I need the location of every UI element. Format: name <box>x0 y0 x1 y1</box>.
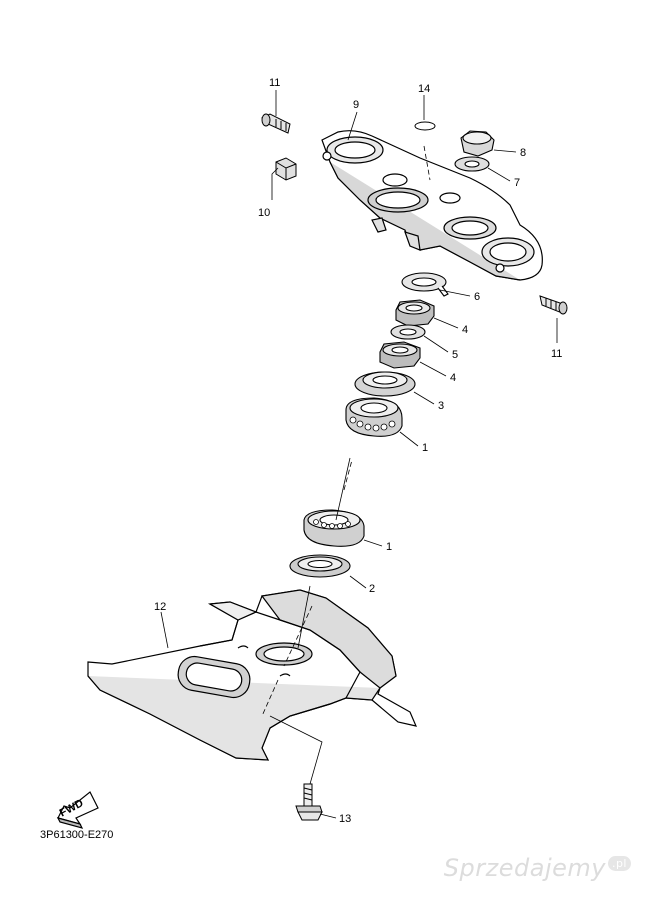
callout-1-upper: 1 <box>422 442 428 454</box>
bearing-1-upper <box>345 397 403 437</box>
damper-10 <box>275 157 297 181</box>
callout-9: 9 <box>353 99 359 111</box>
callout-14: 14 <box>418 83 430 95</box>
ring-nut-4-upper <box>395 299 435 327</box>
dust-seal-2 <box>289 554 351 578</box>
callout-12: 12 <box>154 601 166 613</box>
under-bracket-12 <box>87 589 418 761</box>
callout-8: 8 <box>520 147 526 159</box>
washer-5 <box>390 324 426 340</box>
watermark-suffix: .pl <box>607 856 631 871</box>
callout-5: 5 <box>452 349 458 361</box>
callout-6: 6 <box>474 291 480 303</box>
bearing-cover-3 <box>354 371 416 397</box>
bolt-11-right <box>539 295 568 315</box>
callout-labels: 11 9 14 8 7 10 6 11 4 5 4 3 1 1 2 12 13 <box>154 77 562 825</box>
callout-3: 3 <box>438 400 444 412</box>
callout-4-upper: 4 <box>462 324 468 336</box>
leader-lines <box>160 90 558 819</box>
callout-7: 7 <box>514 177 520 189</box>
cap-14 <box>414 121 436 131</box>
callout-1-lower: 1 <box>386 541 392 553</box>
ring-nut-4-lower <box>379 341 421 369</box>
nut-8 <box>460 130 495 157</box>
callout-11-top: 11 <box>269 77 280 89</box>
fwd-arrow-icon: FWD <box>56 791 99 829</box>
bolt-11-top <box>261 113 291 134</box>
watermark-text: Sprzedajemy <box>443 854 606 882</box>
callout-2: 2 <box>369 583 375 595</box>
washer-7 <box>454 156 490 172</box>
callout-11-right: 11 <box>551 348 562 360</box>
watermark-logo: Sprzedajemy.pl <box>444 854 631 882</box>
diagram-code: 3P61300-E270 <box>40 829 114 841</box>
callout-10: 10 <box>258 207 270 219</box>
callout-13: 13 <box>339 813 351 825</box>
upper-bracket <box>321 130 543 281</box>
lock-washer-6 <box>401 272 449 297</box>
callout-4-lower: 4 <box>450 372 456 384</box>
bolt-13 <box>295 783 323 821</box>
bearing-1-lower <box>303 509 365 547</box>
